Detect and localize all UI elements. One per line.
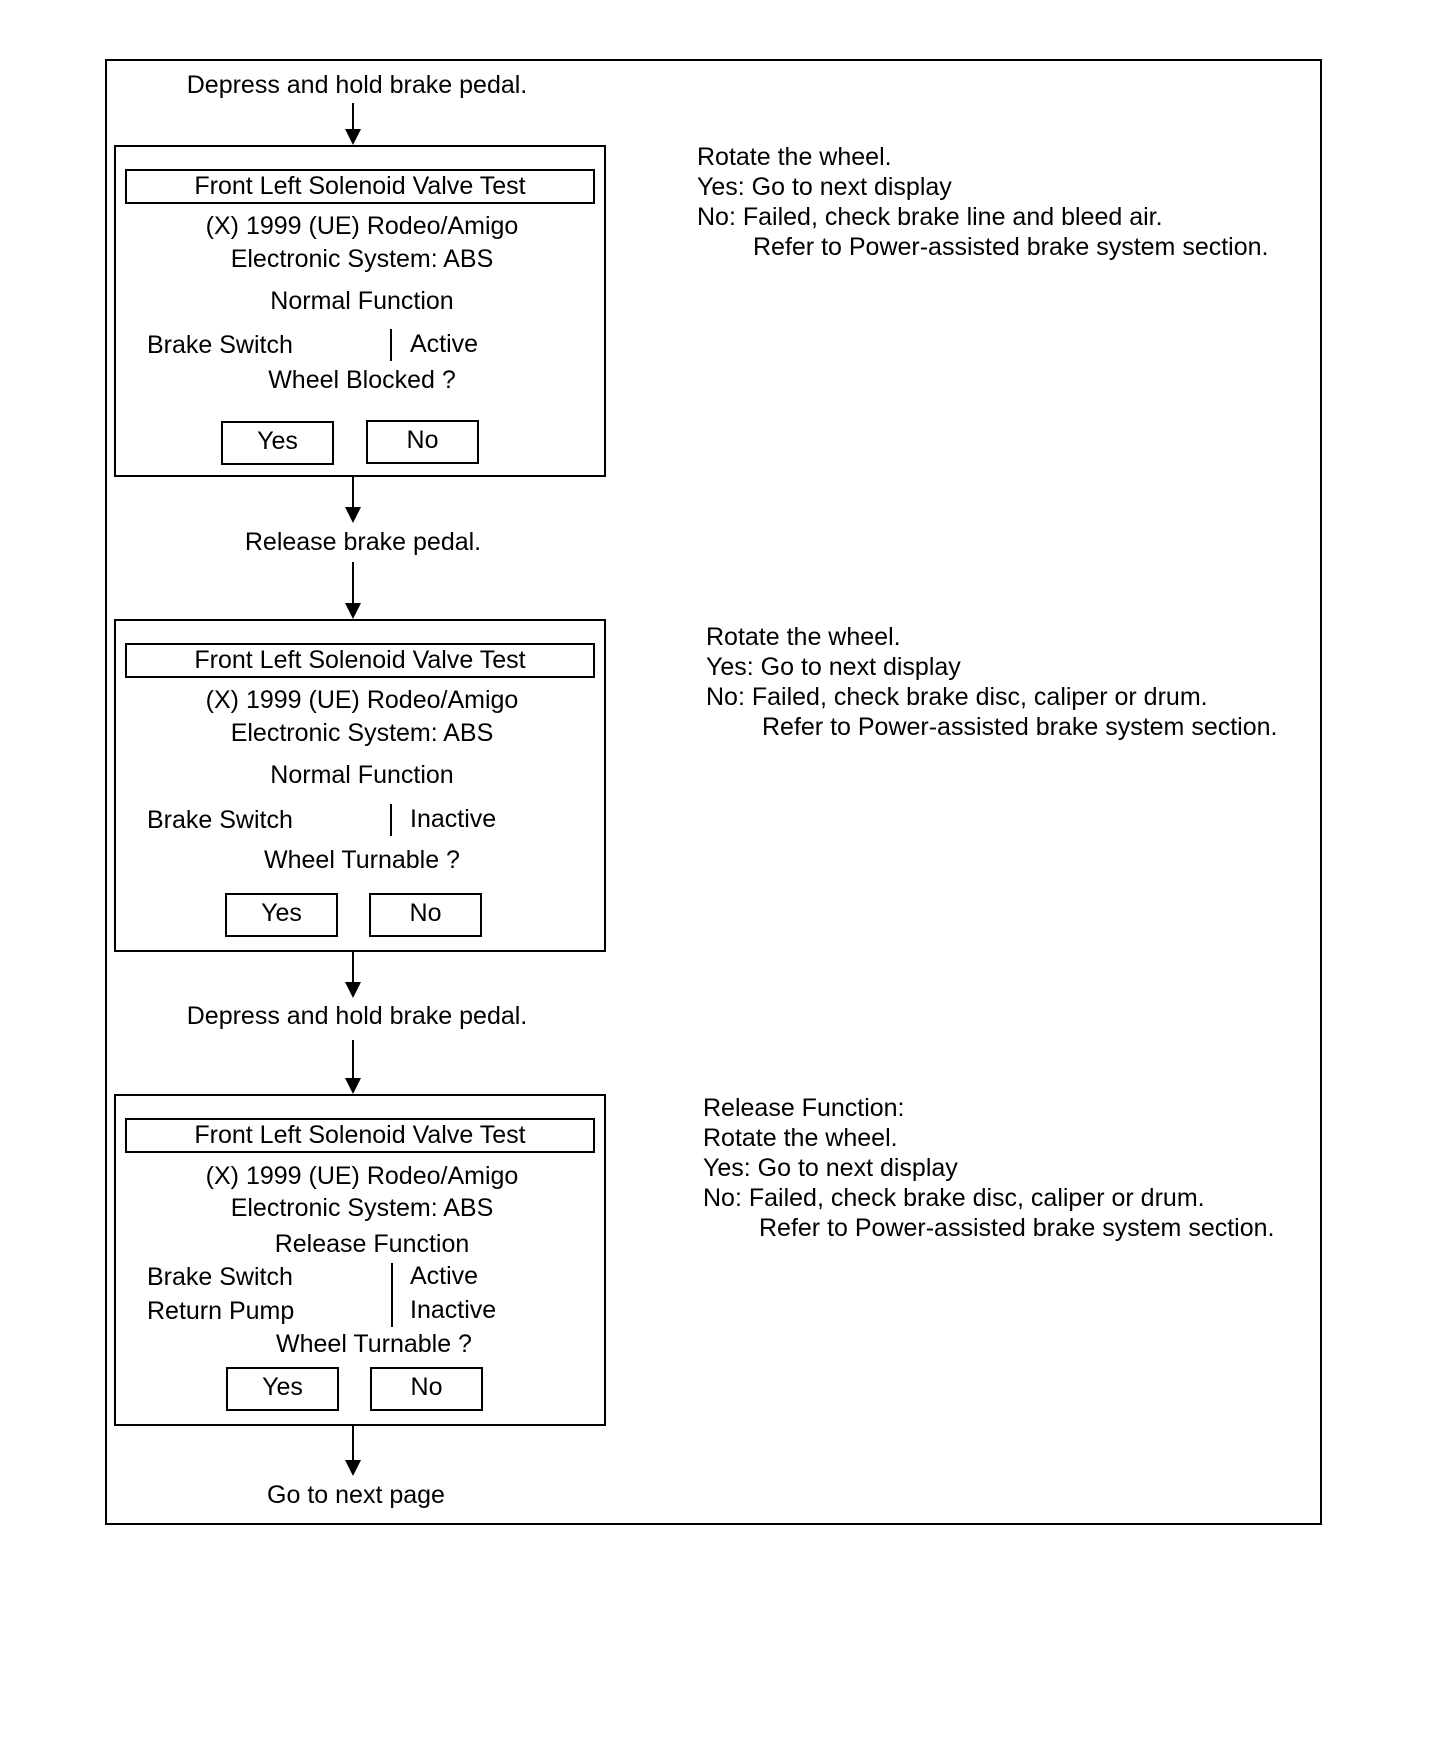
step-release-brake: Release brake pedal. (244, 528, 482, 556)
vehicle-info: (X) 1999 (UE) Rodeo/Amigo (205, 1162, 519, 1190)
note-line: Release Function: (703, 1094, 905, 1122)
step-go-to-next-page: Go to next page (267, 1481, 445, 1509)
scan-tool-screen-2: Front Left Solenoid Valve Test (X) 1999 … (114, 619, 606, 952)
system-info: Electronic System: ABS (230, 719, 494, 747)
vehicle-info: (X) 1999 (UE) Rodeo/Amigo (205, 686, 519, 714)
note-line: No: Failed, check brake disc, caliper or… (703, 1184, 1205, 1212)
scan-tool-screen-3: Front Left Solenoid Valve Test (X) 1999 … (114, 1094, 606, 1426)
instruction-note-2: Rotate the wheel. Yes: Go to next displa… (706, 622, 1277, 742)
note-line: Refer to Power-assisted brake system sec… (759, 1214, 1275, 1242)
scan-tool-screen-1: Front Left Solenoid Valve Test (X) 1999 … (114, 145, 606, 477)
no-button[interactable]: No (366, 420, 479, 464)
note-line: No: Failed, check brake line and bleed a… (697, 203, 1163, 231)
no-button[interactable]: No (370, 1367, 483, 1411)
param-value-brake-switch: Active (410, 1262, 479, 1290)
screen-title: Front Left Solenoid Valve Test (125, 643, 595, 678)
question-text: Wheel Blocked ? (268, 366, 456, 394)
yes-button[interactable]: Yes (221, 421, 334, 465)
note-line: Rotate the wheel. (706, 623, 901, 651)
step-depress-brake-2: Depress and hold brake pedal. (186, 1002, 528, 1030)
note-line: Refer to Power-assisted brake system sec… (762, 713, 1278, 741)
diagram-frame (105, 59, 1322, 1525)
flow-arrow-5 (343, 1040, 363, 1094)
param-label-brake-switch: Brake Switch (147, 806, 293, 834)
screen-title: Front Left Solenoid Valve Test (125, 1118, 595, 1153)
vehicle-info: (X) 1999 (UE) Rodeo/Amigo (205, 212, 519, 240)
param-divider (391, 1263, 393, 1327)
flow-arrow-6 (343, 1426, 363, 1476)
yes-button[interactable]: Yes (225, 893, 338, 937)
function-name: Normal Function (270, 761, 454, 789)
system-info: Electronic System: ABS (230, 1194, 494, 1222)
flow-arrow-2 (343, 477, 363, 523)
instruction-note-1: Rotate the wheel. Yes: Go to next displa… (697, 142, 1268, 262)
note-line: Yes: Go to next display (703, 1154, 958, 1182)
param-value-brake-switch: Inactive (410, 805, 497, 833)
note-line: Rotate the wheel. (697, 143, 892, 171)
param-divider (390, 329, 392, 361)
param-value-return-pump: Inactive (410, 1296, 497, 1324)
param-divider (390, 804, 392, 836)
note-line: Refer to Power-assisted brake system sec… (753, 233, 1269, 261)
function-name: Release Function (274, 1230, 470, 1258)
note-line: No: Failed, check brake disc, caliper or… (706, 683, 1208, 711)
no-button[interactable]: No (369, 893, 482, 937)
param-label-brake-switch: Brake Switch (147, 1263, 293, 1291)
param-value-brake-switch: Active (410, 330, 479, 358)
step-depress-brake-1: Depress and hold brake pedal. (186, 71, 528, 99)
screen-title: Front Left Solenoid Valve Test (125, 169, 595, 204)
question-text: Wheel Turnable ? (276, 1330, 472, 1358)
flow-arrow-4 (343, 952, 363, 998)
instruction-note-3: Release Function: Rotate the wheel. Yes:… (703, 1093, 1274, 1243)
system-info: Electronic System: ABS (230, 245, 494, 273)
flow-arrow-1 (343, 103, 363, 145)
flow-arrow-3 (343, 562, 363, 619)
question-text: Wheel Turnable ? (264, 846, 460, 874)
note-line: Yes: Go to next display (697, 173, 952, 201)
note-line: Yes: Go to next display (706, 653, 961, 681)
note-line: Rotate the wheel. (703, 1124, 898, 1152)
param-label-brake-switch: Brake Switch (147, 331, 293, 359)
function-name: Normal Function (270, 287, 454, 315)
param-label-return-pump: Return Pump (147, 1297, 295, 1325)
yes-button[interactable]: Yes (226, 1367, 339, 1411)
